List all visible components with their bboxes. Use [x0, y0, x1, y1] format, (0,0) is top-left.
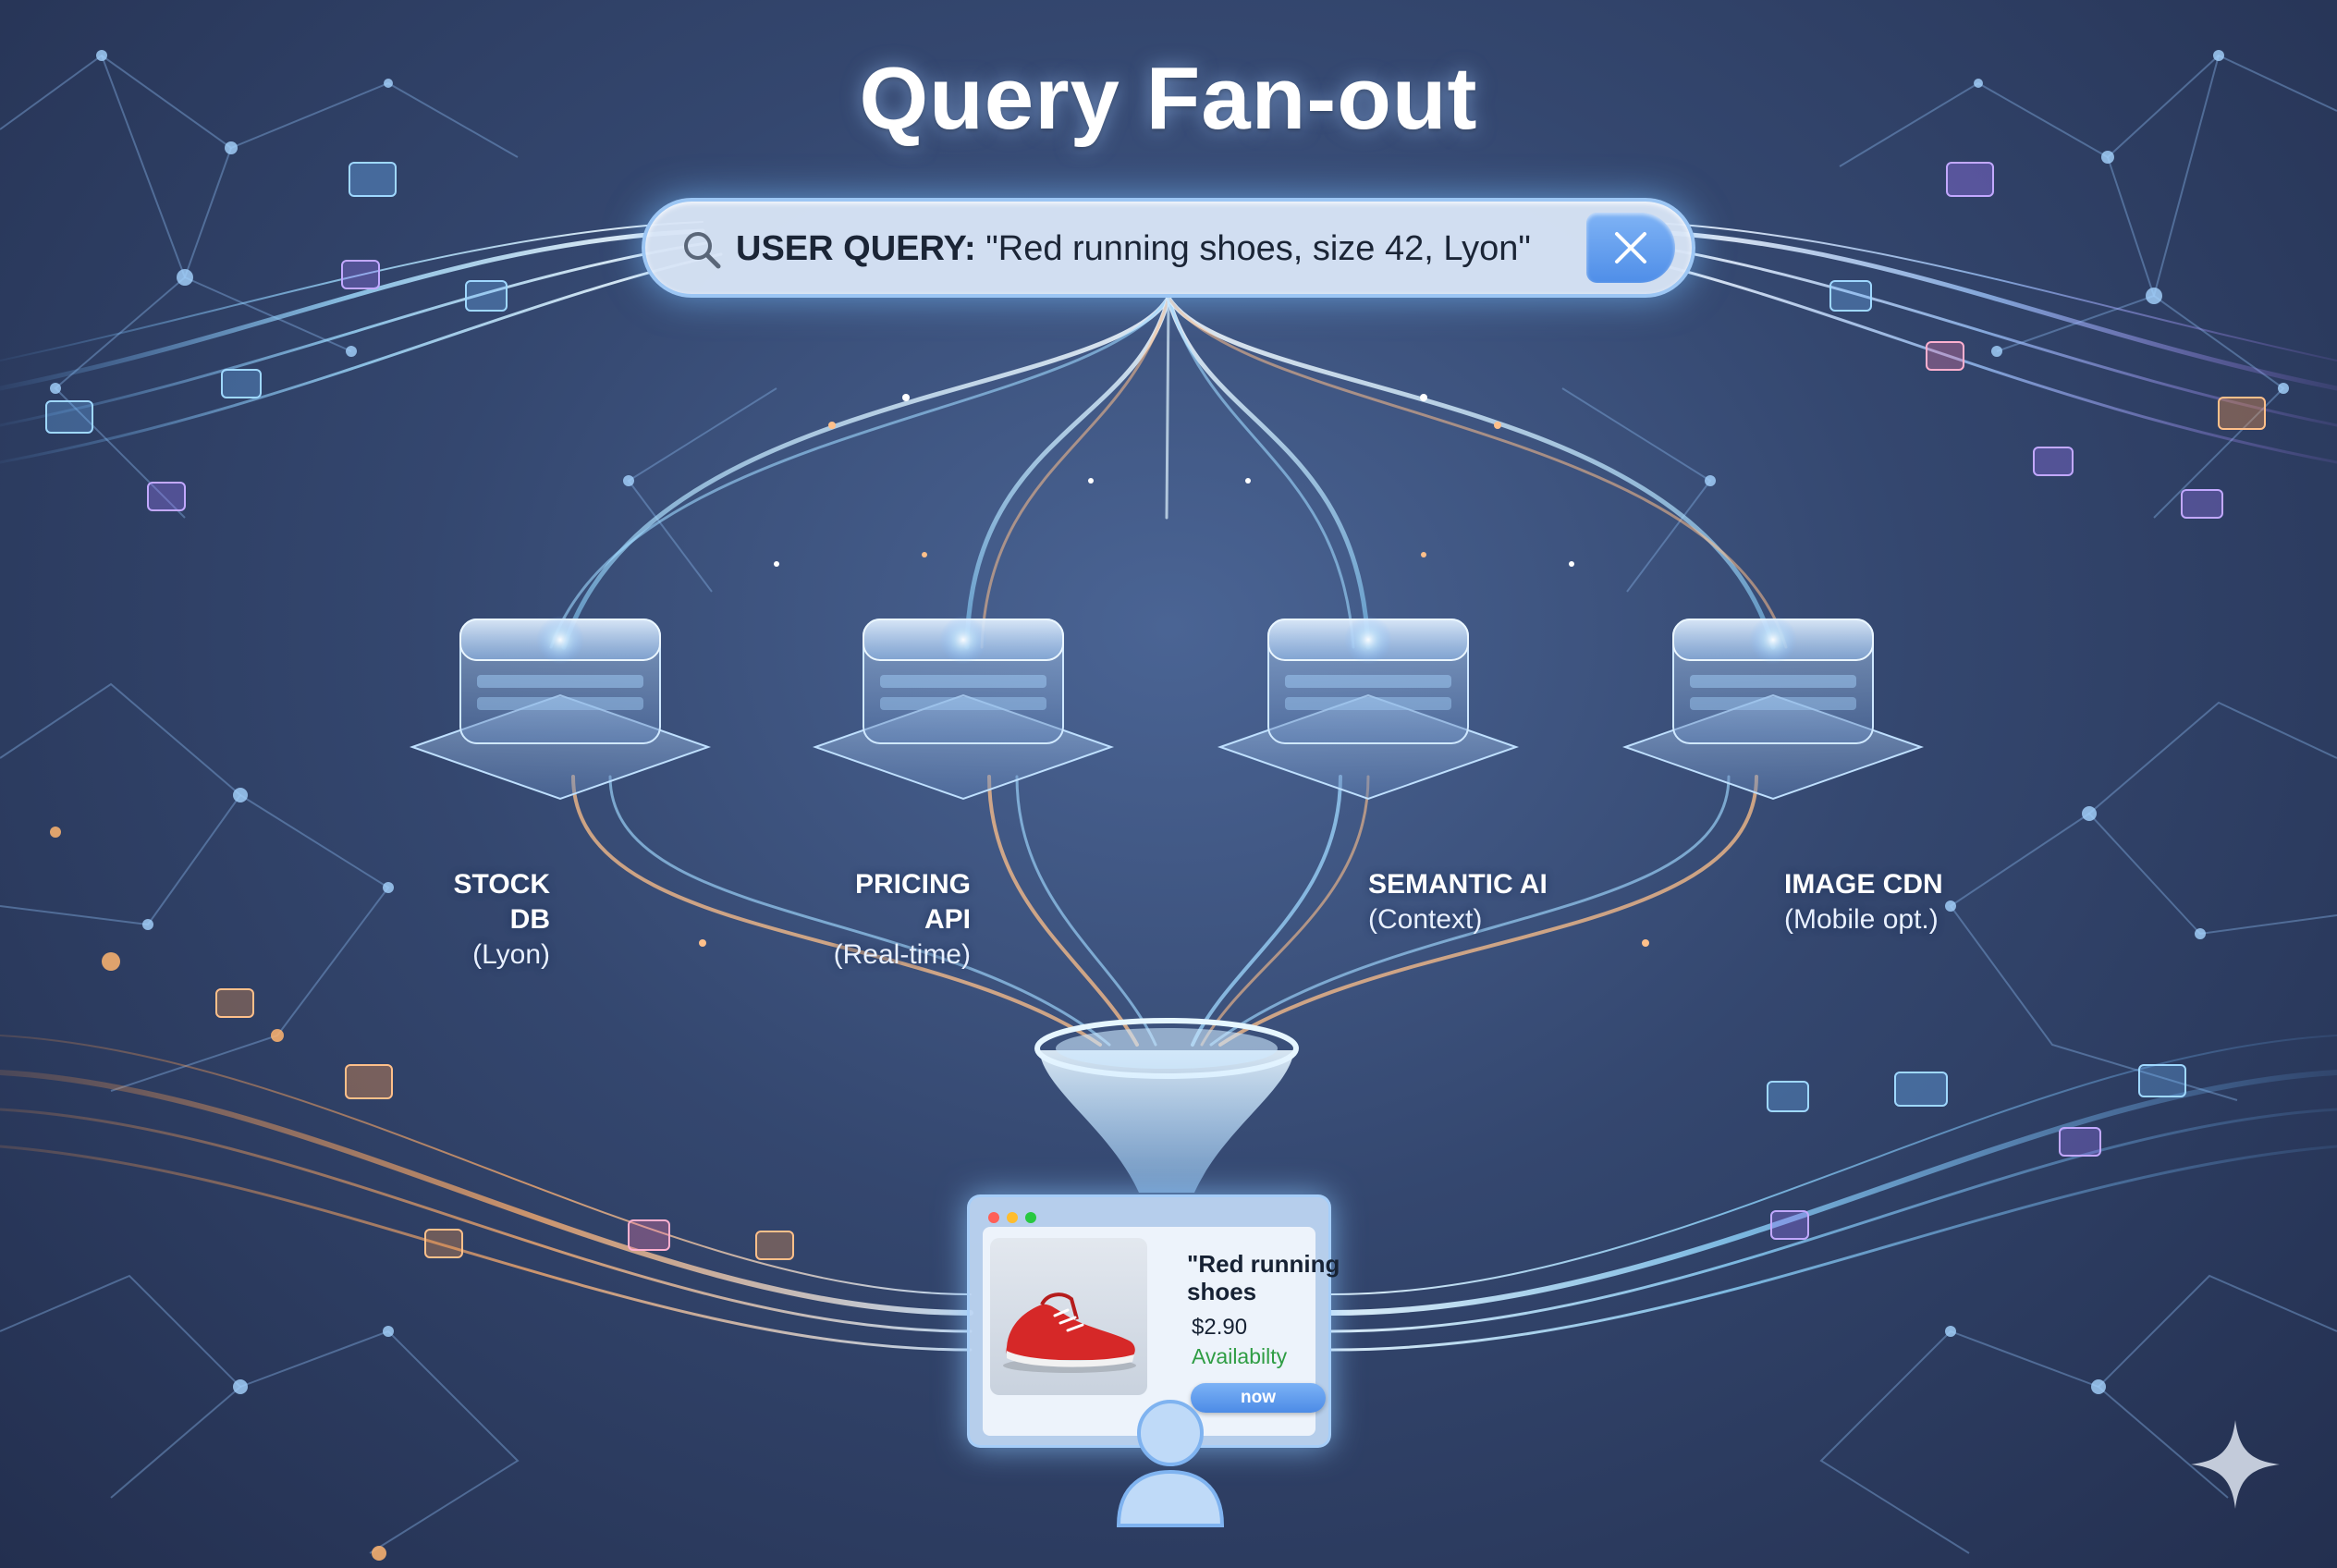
network-nodes — [50, 50, 2289, 1394]
node-detail: (Mobile opt.) — [1784, 904, 1939, 935]
page-title: Query Fan-out — [859, 49, 1478, 148]
incoming-streams — [0, 221, 2337, 1352]
clear-search-button[interactable] — [1586, 213, 1675, 283]
funnel-icon — [1034, 1018, 1299, 1193]
user-avatar-icon — [1116, 1400, 1225, 1527]
converge-streams — [571, 775, 1758, 1047]
window-controls — [983, 1207, 1315, 1225]
node-detail: (Lyon) — [472, 939, 550, 970]
node-name: IMAGE CDN — [1784, 869, 1943, 900]
product-image — [990, 1238, 1147, 1395]
fan-out-beams — [549, 295, 1788, 650]
product-price: $2.90 — [1192, 1315, 1248, 1340]
product-title: "Red running shoes — [1187, 1250, 1381, 1305]
node-label-pricing-api: PRICING API (Real-time) — [804, 867, 971, 973]
search-query-value: "Red running shoes, size 42, Lyon" — [985, 229, 1531, 268]
close-icon — [1615, 232, 1646, 263]
close-dot — [988, 1212, 999, 1223]
node-label-semantic-ai: SEMANTIC AI (Context) — [1368, 867, 1572, 937]
floating-data-cards — [45, 162, 2266, 1260]
node-name: STOCK DB — [453, 869, 550, 935]
server-icon — [812, 616, 1115, 801]
search-label: USER QUERY: — [736, 229, 976, 268]
server-icon — [1217, 616, 1520, 801]
sparkle-icon — [2191, 1420, 2280, 1509]
server-nodes — [409, 616, 1925, 801]
maximize-dot — [1025, 1212, 1036, 1223]
search-query-text[interactable]: USER QUERY: "Red running shoes, size 42,… — [736, 229, 1531, 269]
product-title-text: "Red running shoes — [1187, 1250, 1340, 1305]
server-icon — [1621, 616, 1925, 801]
red-shoe-icon — [1003, 1292, 1136, 1373]
server-icon — [409, 616, 712, 801]
node-label-image-cdn: IMAGE CDN (Mobile opt.) — [1784, 867, 1988, 937]
node-name: SEMANTIC AI — [1368, 869, 1548, 900]
node-label-stock-db: STOCK DB (Lyon) — [416, 867, 550, 973]
buy-now-button[interactable]: now — [1191, 1383, 1326, 1413]
node-detail: (Context) — [1368, 904, 1483, 935]
search-icon — [684, 232, 721, 269]
node-name: PRICING API — [854, 869, 971, 935]
minimize-dot — [1007, 1212, 1018, 1223]
search-bar[interactable]: USER QUERY: "Red running shoes, size 42,… — [642, 198, 1695, 298]
node-detail: (Real-time) — [833, 939, 971, 970]
product-availability: Availabilty — [1192, 1344, 1288, 1368]
